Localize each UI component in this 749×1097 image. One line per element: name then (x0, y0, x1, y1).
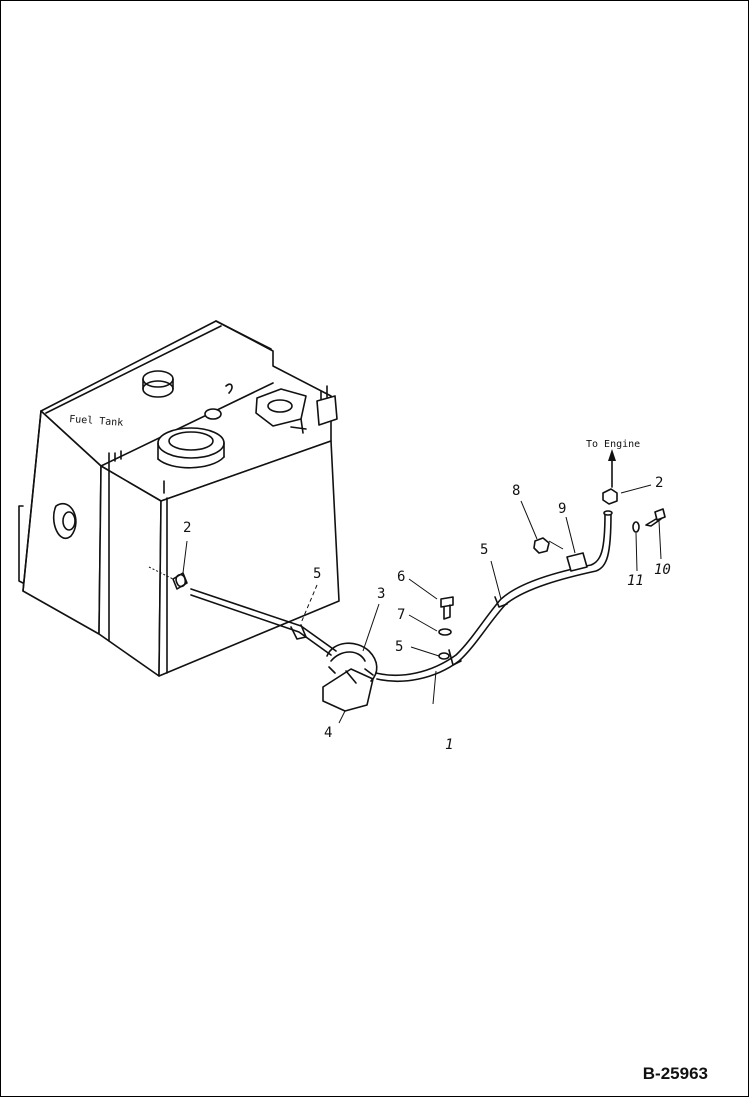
tank-cap-icon (142, 370, 174, 398)
callout-6: 6 (397, 569, 405, 585)
callout-7: 7 (397, 607, 405, 623)
filler-neck-icon (157, 427, 225, 469)
fuel-line (190, 510, 613, 682)
callout-9: 9 (558, 501, 566, 517)
nut-icon (533, 537, 550, 554)
leader-lines (182, 484, 662, 724)
callout-5-mid: 5 (480, 542, 488, 558)
callout-11: 11 (627, 573, 644, 589)
to-engine-arrow-icon (608, 449, 616, 488)
sensor-box-icon (316, 385, 338, 426)
washer-icon (438, 628, 452, 636)
fuel-tank-label: Fuel Tank (69, 414, 124, 429)
callout-2-left: 2 (183, 520, 191, 536)
washer-right-icon (632, 521, 640, 533)
bolt-right-icon (645, 508, 666, 527)
clamp-icon (438, 652, 450, 660)
side-port-icon (52, 503, 77, 539)
bolt-icon (440, 596, 454, 620)
callout-4: 4 (324, 725, 332, 741)
drawing-code: B-25963 (642, 1064, 708, 1083)
callout-5-right: 5 (395, 639, 403, 655)
callout-2-top: 2 (655, 475, 663, 491)
fuel-filter (322, 642, 378, 712)
callout-8: 8 (512, 483, 520, 499)
hose-clip-icon (175, 573, 187, 588)
fuel-tank: Fuel Tank (18, 320, 340, 677)
callout-10: 10 (654, 562, 671, 578)
callout-5-left: 5 (313, 566, 321, 582)
to-engine-label: To Engine (586, 439, 640, 450)
callout-3: 3 (377, 586, 385, 602)
flange-icon (255, 388, 307, 434)
callouts: 1 2 2 3 4 5 5 5 6 7 8 9 10 11 (183, 475, 671, 753)
cap-nut-icon (602, 488, 618, 505)
callout-1: 1 (445, 737, 453, 753)
